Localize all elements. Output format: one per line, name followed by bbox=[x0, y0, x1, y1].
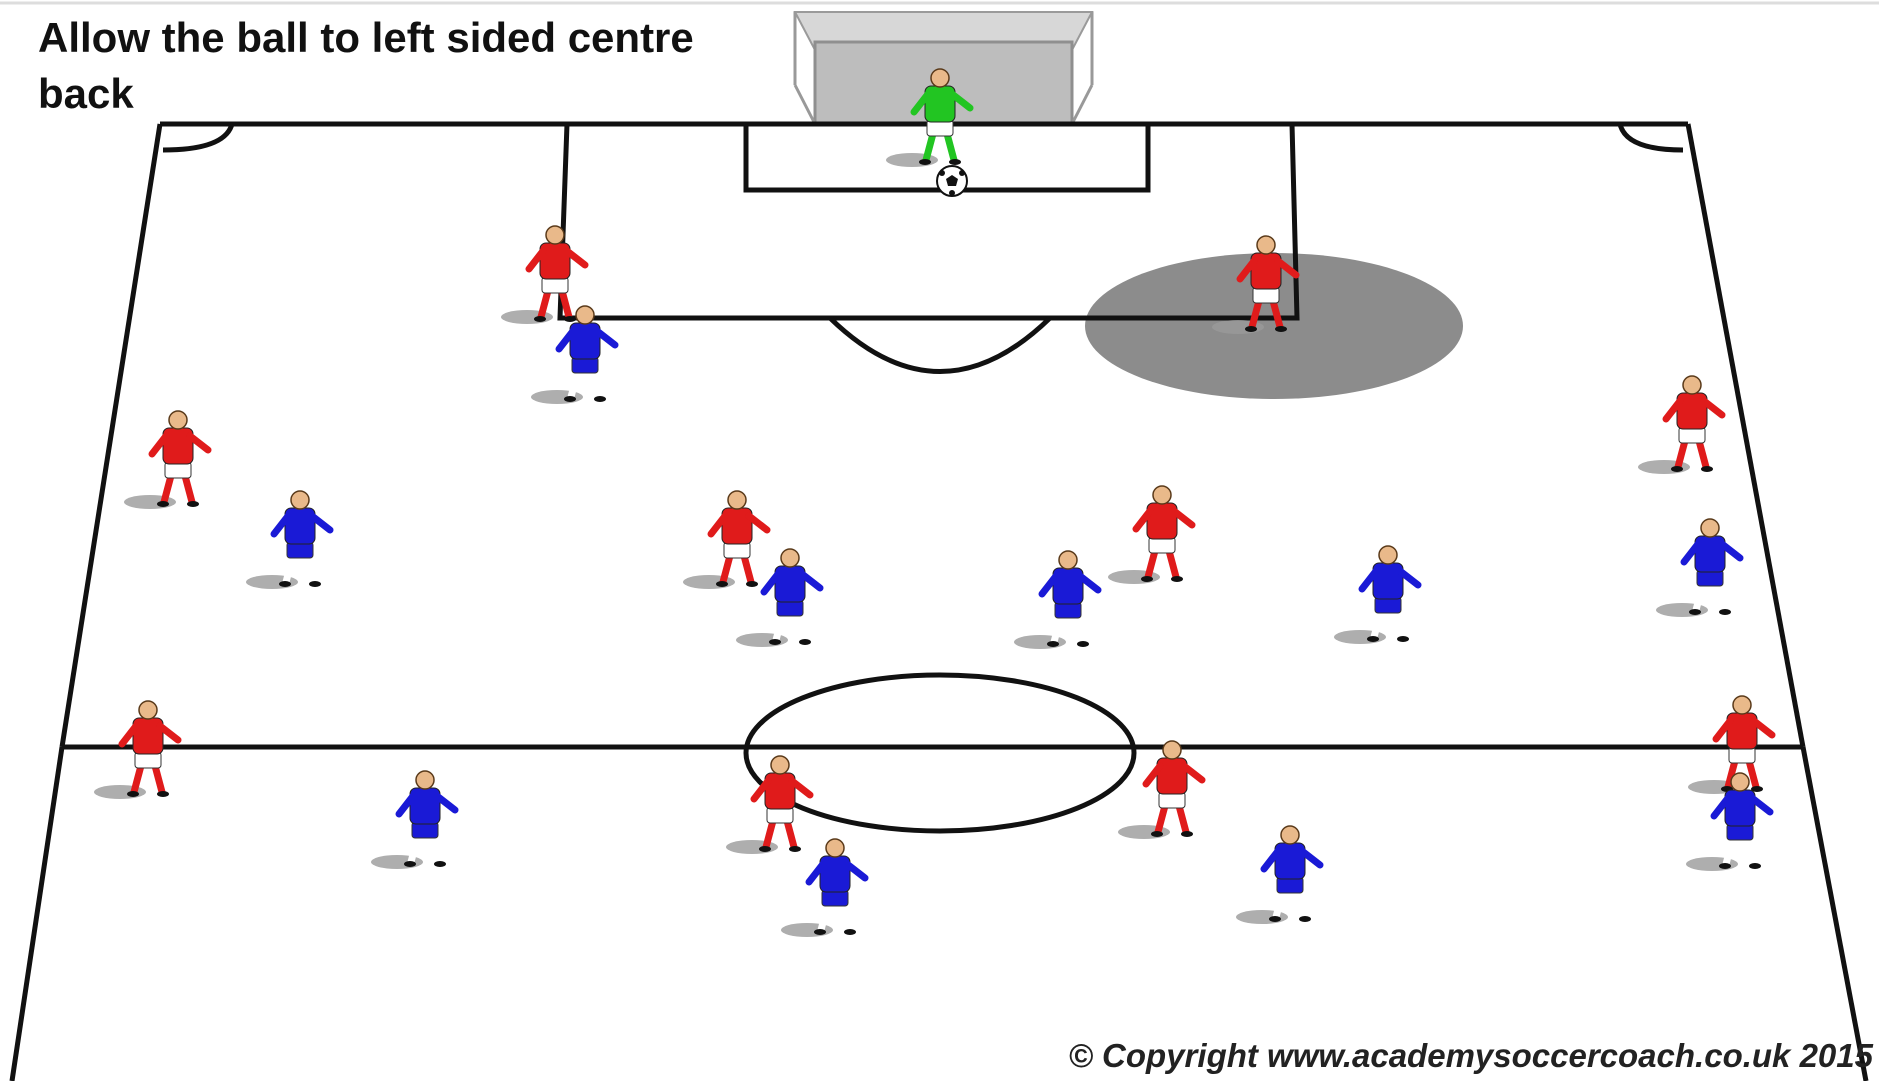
diagram-title: Allow the ball to left sided centre back bbox=[38, 14, 694, 117]
red-player bbox=[726, 755, 814, 854]
red-player-right-centre-back bbox=[501, 225, 589, 324]
highlight-zone bbox=[1085, 253, 1463, 399]
blue-player bbox=[1686, 772, 1774, 871]
players-layer bbox=[94, 68, 1776, 937]
goalkeeper-player bbox=[886, 68, 974, 167]
blue-player bbox=[1014, 550, 1102, 649]
blue-player bbox=[1334, 545, 1422, 644]
red-player bbox=[1638, 375, 1726, 474]
copyright-notice: © Copyright www.academysoccercoach.co.uk… bbox=[1068, 1037, 1873, 1074]
blue-player bbox=[736, 548, 824, 647]
red-player bbox=[124, 410, 212, 509]
blue-player bbox=[246, 490, 334, 589]
blue-player bbox=[1656, 518, 1744, 617]
blue-player bbox=[781, 838, 869, 937]
red-player bbox=[94, 700, 182, 799]
blue-player bbox=[371, 770, 459, 869]
red-player-left-centre-back-highlighted bbox=[1212, 235, 1300, 334]
red-player bbox=[683, 490, 771, 589]
blue-player bbox=[531, 305, 619, 404]
pitch-lines bbox=[9, 121, 1869, 1082]
red-player bbox=[1688, 695, 1776, 794]
blue-player bbox=[1236, 825, 1324, 924]
soccer-ball-icon bbox=[936, 165, 968, 197]
red-player bbox=[1118, 740, 1206, 839]
red-player bbox=[1108, 485, 1196, 584]
